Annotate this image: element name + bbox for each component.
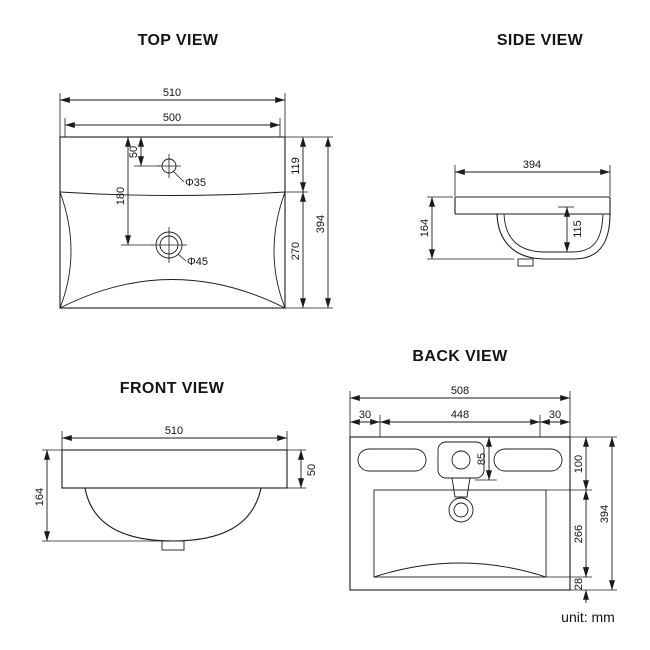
dim-label-394: 394 — [523, 159, 541, 171]
top-view-outline — [59, 136, 286, 309]
bowl-front-curve — [84, 487, 262, 542]
dim-label-510: 510 — [163, 87, 181, 99]
leader-line — [172, 170, 185, 183]
drain-stub — [517, 258, 534, 267]
dim-label-30-left: 30 — [359, 409, 371, 421]
front-view: FRONT VIEW 510 164 50 — [34, 380, 318, 551]
dim-side-inner-depth: 115 — [558, 206, 584, 253]
dim-front-depth: 270 — [290, 191, 306, 309]
dim-label-394: 394 — [599, 505, 611, 523]
dim-back-inner-row: 30 448 30 — [349, 409, 571, 437]
dim-label-270: 270 — [290, 242, 302, 260]
dim-back-middle-height: 266 — [546, 489, 592, 578]
dim-side-depth: 394 — [454, 159, 611, 196]
side-view-title: SIDE VIEW — [497, 32, 584, 49]
right-overflow-slot — [493, 448, 563, 472]
dim-faucet-offset: 50 — [128, 136, 160, 167]
basin-back-edge — [59, 191, 286, 196]
dim-label-394: 394 — [315, 215, 327, 233]
dim-label-266: 266 — [573, 525, 585, 543]
drain-hole-label: Φ45 — [187, 256, 208, 268]
top-view: TOP VIEW Φ35 Φ45 510 500 50 — [59, 32, 333, 309]
bowl-back-outline — [373, 489, 547, 578]
deck-face — [61, 449, 288, 489]
faucet-shank — [451, 477, 471, 498]
bowl-outer-profile — [496, 213, 611, 260]
drain-pipe-outer — [448, 497, 474, 523]
dim-back-faucet-height: 85 — [475, 436, 497, 481]
dim-label-50: 50 — [306, 464, 318, 476]
dim-label-510: 510 — [165, 425, 183, 437]
bowl-back-curve — [373, 562, 547, 578]
dim-label-100: 100 — [573, 455, 585, 473]
side-view: SIDE VIEW 394 164 115 — [419, 32, 611, 267]
back-view-outline — [349, 436, 571, 591]
dim-label-119: 119 — [290, 157, 302, 175]
dim-back-bottom-height: 28 — [573, 564, 589, 603]
leader-line — [177, 253, 187, 262]
dim-label-115: 115 — [572, 220, 584, 238]
dim-label-28: 28 — [573, 578, 585, 590]
dim-label-500: 500 — [163, 112, 181, 124]
dim-front-height: 164 — [34, 449, 161, 542]
dim-top-width-inner: 500 — [64, 112, 281, 137]
back-view-title: BACK VIEW — [412, 348, 508, 365]
faucet-hole: Φ35 — [157, 154, 206, 189]
basin-left-curve — [59, 191, 72, 309]
back-view: BACK VIEW 508 30 448 30 85 100 — [349, 348, 617, 603]
dim-label-448: 448 — [451, 409, 469, 421]
dim-label-508: 508 — [451, 385, 469, 397]
left-overflow-slot — [357, 448, 427, 472]
faucet-mount-hole — [451, 450, 471, 470]
drain-hole: Φ45 — [151, 227, 208, 268]
top-view-title: TOP VIEW — [138, 32, 219, 49]
dim-total-depth: 394 — [285, 136, 333, 309]
drain-pipe-inner — [453, 502, 469, 518]
dim-back-total-height: 394 — [570, 436, 617, 591]
dim-back-upper-height: 100 — [546, 436, 592, 491]
dim-label-30-right: 30 — [549, 409, 561, 421]
side-view-outline — [454, 196, 611, 267]
dim-label-164: 164 — [34, 488, 46, 506]
dim-top-width-outer: 510 — [59, 87, 286, 137]
unit-label: unit: mm — [561, 609, 615, 625]
dim-label-164: 164 — [419, 219, 431, 237]
dim-front-rim: 50 — [287, 449, 318, 489]
dim-label-180: 180 — [115, 187, 127, 205]
front-view-outline — [61, 449, 288, 551]
dim-drain-offset: 180 — [115, 136, 153, 246]
basin-outer-edge — [59, 136, 286, 309]
front-view-title: FRONT VIEW — [120, 380, 225, 397]
drain-stub — [161, 540, 185, 551]
dim-side-height: 164 — [419, 196, 514, 260]
faucet-hole-label: Φ35 — [185, 177, 206, 189]
basin-front-curve — [59, 279, 286, 309]
dim-back-width: 508 — [349, 385, 571, 437]
back-panel — [349, 436, 571, 591]
basin-right-curve — [273, 191, 286, 309]
dim-front-width: 510 — [61, 425, 288, 450]
bowl-inner-profile — [503, 213, 604, 253]
dim-label-50: 50 — [128, 146, 140, 158]
dim-back-depth: 119 — [285, 136, 308, 193]
dim-label-85: 85 — [476, 453, 488, 465]
